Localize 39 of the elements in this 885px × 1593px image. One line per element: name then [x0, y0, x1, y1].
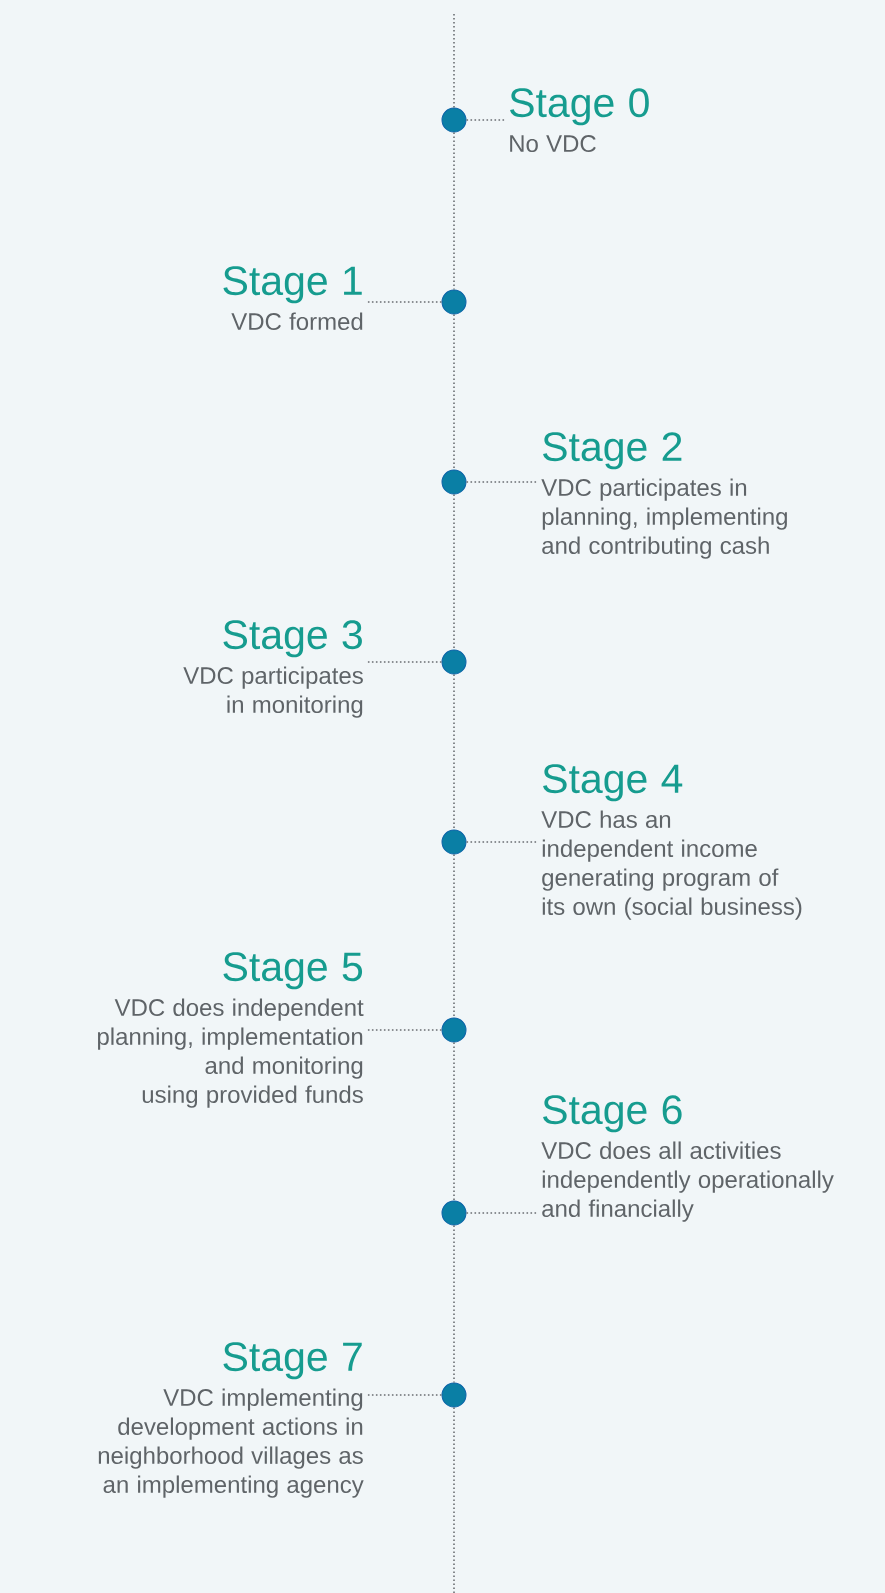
connector-line — [465, 481, 539, 483]
stage-heading: Stage 5 — [223, 952, 363, 990]
timeline-dot — [441, 469, 467, 495]
timeline-dot — [441, 829, 467, 855]
timeline-line — [453, 1224, 455, 1384]
connector-line — [465, 841, 539, 843]
timeline-dot — [441, 649, 467, 675]
stage-description: VDC does independent planning, implementation and monitoring using provided funds — [98, 998, 364, 1108]
stage-heading: Stage 1 — [223, 266, 362, 304]
timeline-line — [453, 313, 455, 471]
connector-line — [366, 1029, 443, 1031]
stage-heading: Stage 0 — [510, 88, 649, 126]
connector-line — [366, 661, 443, 663]
connector-line — [366, 1394, 443, 1396]
stage-heading: Stage 3 — [223, 620, 362, 658]
timeline-line — [453, 853, 455, 1019]
stage-description: VDC implementing development actions in neighborhood villages as an implementing agency — [98, 1388, 364, 1498]
stage-heading: Stage 4 — [543, 764, 683, 802]
stage-heading: Stage 2 — [543, 432, 682, 470]
timeline-dot — [441, 289, 467, 315]
connector-line — [465, 1212, 539, 1214]
stage-description: VDC formed — [231, 312, 363, 331]
stage-description: VDC does all activities independently operationally and financially — [541, 1141, 834, 1222]
timeline-dot — [441, 1200, 467, 1226]
timeline-line — [453, 1041, 455, 1202]
timeline-line — [453, 131, 455, 291]
timeline-dot — [441, 1017, 467, 1043]
timeline-dot — [441, 1382, 467, 1408]
stage-description: No VDC — [510, 135, 596, 153]
timeline-line — [453, 493, 455, 651]
timeline-line — [453, 673, 455, 831]
stage-description: VDC participates in planning, implementing and contributing cash — [541, 478, 787, 559]
stage-description: VDC participates in monitoring — [183, 666, 363, 718]
timeline-dot — [441, 107, 467, 133]
stage-heading: Stage 6 — [543, 1095, 682, 1133]
connector-line — [366, 301, 443, 303]
connector-line — [465, 119, 506, 121]
stage-description: VDC has an independent income generating program of its own (social business) — [541, 810, 802, 920]
stage-heading: Stage 7 — [223, 1342, 362, 1380]
